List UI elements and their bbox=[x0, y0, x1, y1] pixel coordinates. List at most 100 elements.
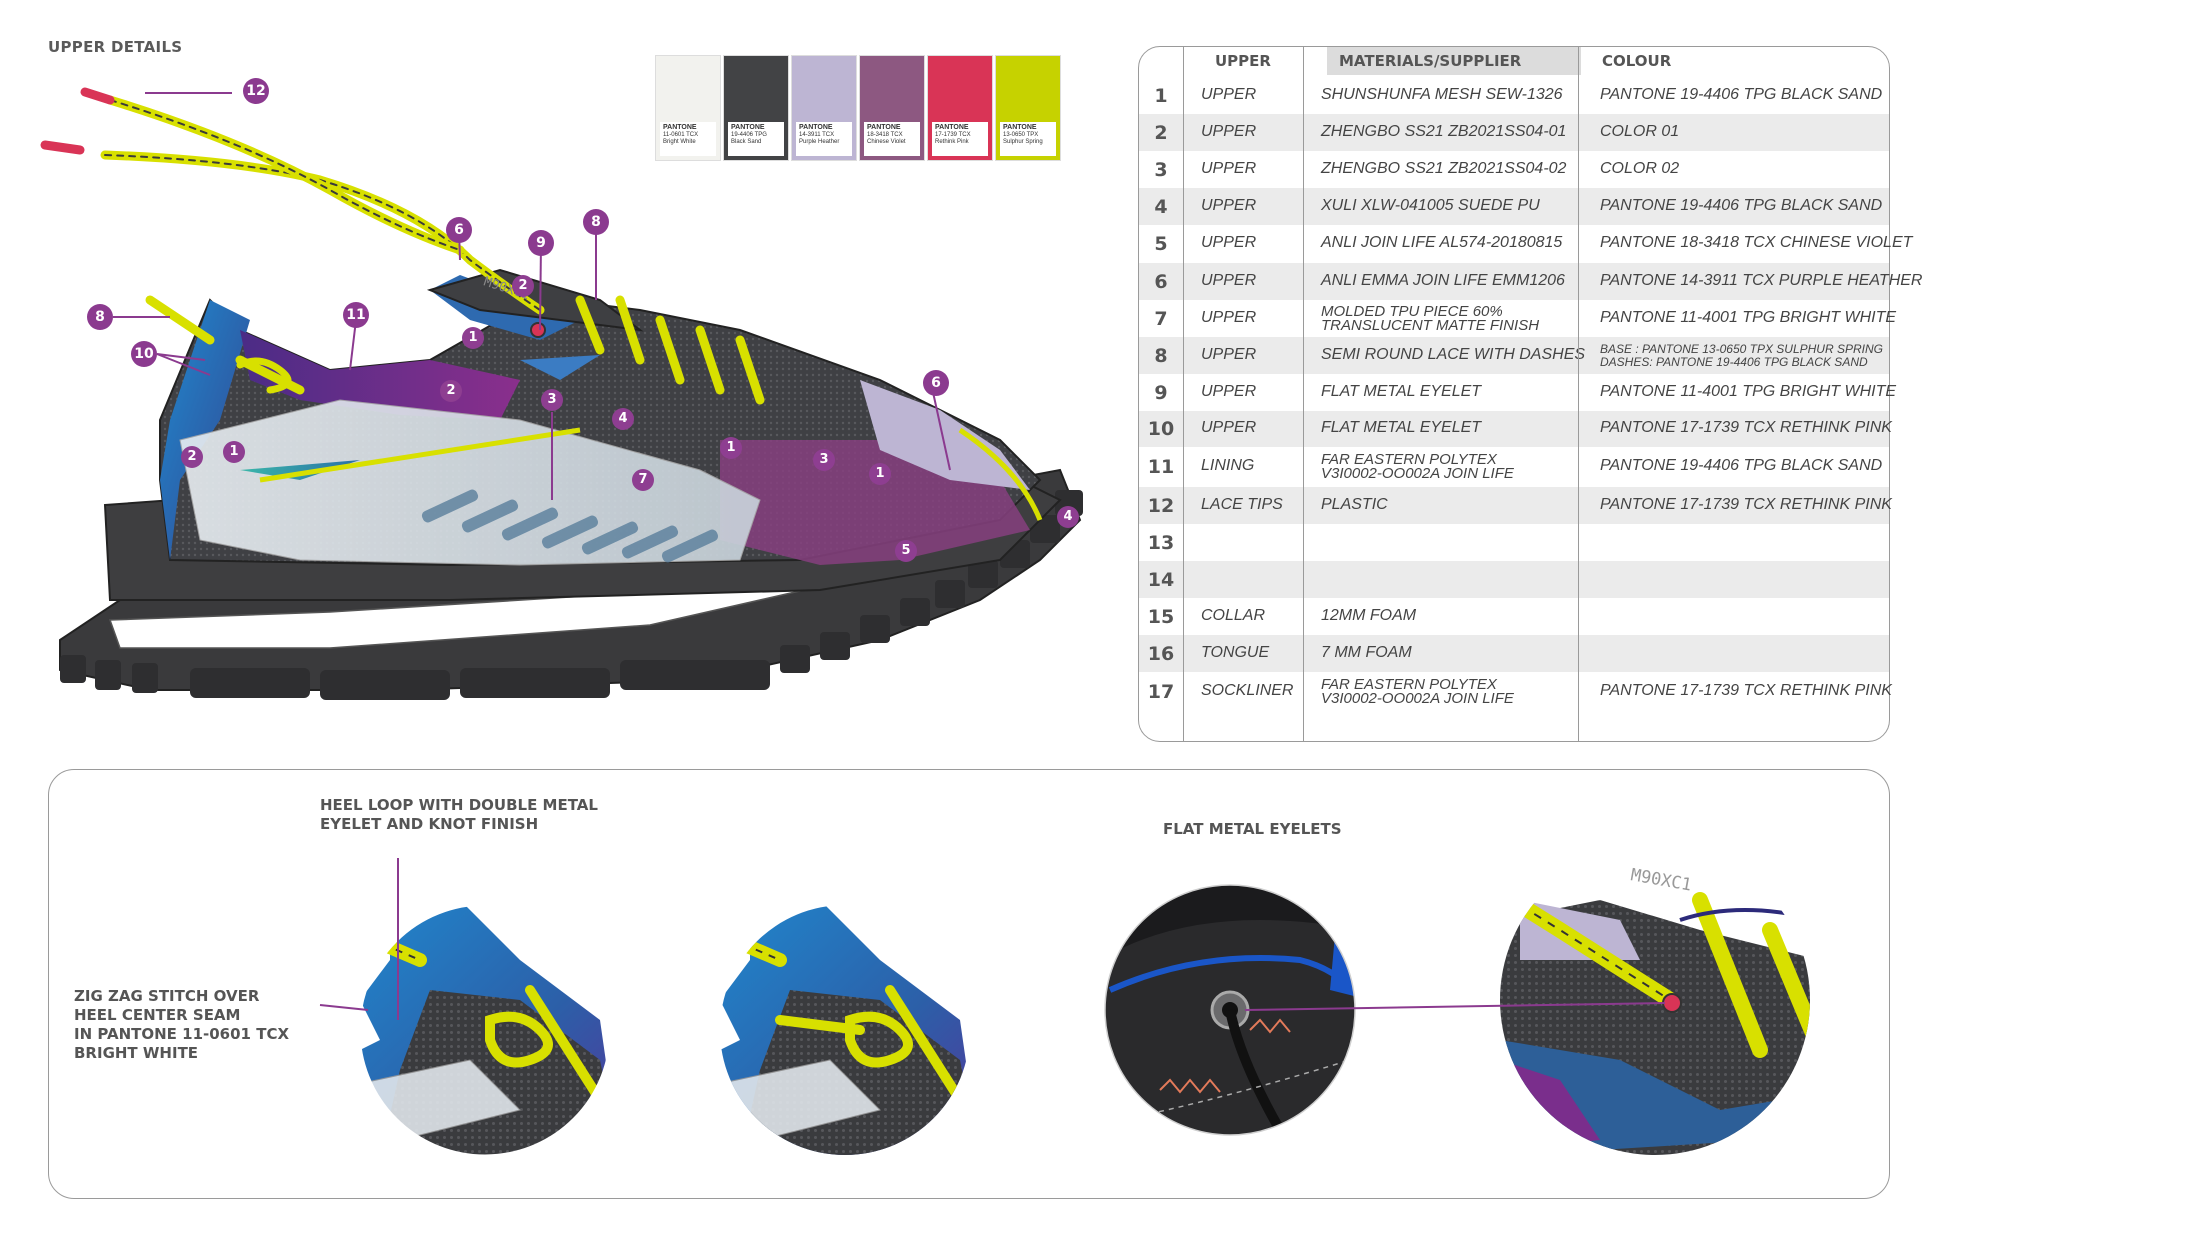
row-part: UPPER bbox=[1201, 196, 1257, 214]
heel-loop-note: HEEL LOOP WITH DOUBLE METAL EYELET AND K… bbox=[320, 796, 598, 834]
row-part: TONGUE bbox=[1201, 643, 1270, 661]
row-material: SHUNSHUNFA MESH SEW-1326 bbox=[1321, 85, 1563, 103]
callout-8-left: 8 bbox=[87, 304, 113, 330]
detail-illustrations: M90XC1 bbox=[319, 845, 1810, 1156]
row-part: UPPER bbox=[1201, 159, 1257, 177]
colour-line: BASE : PANTONE 13-0650 TPX SULPHUR SPRIN… bbox=[1600, 341, 1883, 356]
table-divider-1 bbox=[1183, 47, 1184, 741]
row-part: SOCKLINER bbox=[1201, 682, 1294, 699]
swatch-brand: PANTONE bbox=[935, 124, 969, 131]
table-divider-2 bbox=[1303, 47, 1304, 741]
swatch-brand: PANTONE bbox=[1003, 124, 1037, 131]
header-materials: MATERIALS/SUPPLIER bbox=[1339, 52, 1522, 70]
swatch-code: 14-3911 TCX bbox=[799, 132, 835, 138]
sneaker-illustration: M90XC1 bbox=[40, 87, 1083, 700]
row-number: 16 bbox=[1147, 642, 1175, 665]
row-number: 5 bbox=[1154, 233, 1168, 255]
row-part: UPPER bbox=[1201, 419, 1257, 436]
flat-eyelets-note: FLAT METAL EYELETS bbox=[1163, 820, 1342, 838]
swatch-name: Purple Heather bbox=[799, 139, 840, 145]
table-divider-3 bbox=[1578, 47, 1579, 741]
swatch-brand: PANTONE bbox=[867, 124, 901, 131]
row-colour: PANTONE 18-3418 TCX CHINESE VIOLET bbox=[1600, 235, 1912, 251]
label-4-mid: 4 bbox=[612, 408, 634, 430]
material-line: ANLI EMMA JOIN LIFE EMM1206 bbox=[1321, 271, 1565, 289]
row-part: UPPER bbox=[1201, 234, 1257, 251]
label-1-vamp: 1 bbox=[720, 437, 742, 459]
swatch-code: 19-4406 TPG bbox=[731, 132, 767, 138]
row-part: UPPER bbox=[1201, 345, 1257, 363]
swatch-code: 18-3418 TCX bbox=[867, 132, 903, 138]
material-line: SHUNSHUNFA MESH SEW-1326 bbox=[1321, 85, 1563, 103]
material-line: FLAT METAL EYELET bbox=[1321, 419, 1482, 436]
colour-line: PANTONE 19-4406 TPG BLACK SAND bbox=[1600, 457, 1883, 474]
row-material: ANLI EMMA JOIN LIFE EMM1206 bbox=[1321, 271, 1565, 289]
material-line: V3I0002-OO002A JOIN LIFE bbox=[1321, 465, 1514, 482]
row-number: 11 bbox=[1147, 456, 1175, 478]
row-colour: PANTONE 11-4001 TPG BRIGHT WHITE bbox=[1600, 308, 1897, 326]
row-part: UPPER bbox=[1201, 271, 1257, 289]
colour-line: PANTONE 19-4406 TPG BLACK SAND bbox=[1600, 196, 1883, 214]
row-material: FLAT METAL EYELET bbox=[1321, 420, 1481, 436]
zigzag-leader bbox=[319, 1004, 369, 1011]
row-material: ANLI JOIN LIFE AL574-20180815 bbox=[1321, 235, 1562, 251]
row-number: 6 bbox=[1154, 270, 1168, 293]
swatch-brand: PANTONE bbox=[799, 124, 833, 131]
detail-panel bbox=[48, 769, 1890, 1199]
label-1-collar: 1 bbox=[462, 327, 484, 349]
callout-10: 10 bbox=[131, 341, 157, 367]
row-part: UPPER bbox=[1201, 85, 1257, 103]
table-row: 13 bbox=[1139, 524, 1889, 561]
row-part: UPPER bbox=[1201, 308, 1257, 326]
material-line: 12MM FOAM bbox=[1321, 606, 1417, 624]
row-number: 7 bbox=[1154, 307, 1168, 330]
material-line: 7 MM FOAM bbox=[1321, 643, 1412, 661]
upper bbox=[159, 268, 1043, 567]
row-material: FLAT METAL EYELET bbox=[1321, 383, 1481, 400]
colour-line: PANTONE 11-4001 TPG BRIGHT WHITE bbox=[1600, 308, 1897, 326]
swatch-code: 17-1739 TCX bbox=[935, 132, 971, 138]
swatch-brand: PANTONE bbox=[731, 124, 765, 131]
header-upper: UPPER bbox=[1215, 52, 1271, 70]
colour-line: PANTONE 18-3418 TCX CHINESE VIOLET bbox=[1600, 234, 1913, 251]
label-7-tpu: 7 bbox=[632, 469, 654, 491]
swatch-name: Sulphur Spring bbox=[1003, 139, 1043, 145]
table-row: 16 TONGUE 7 MM FOAM bbox=[1139, 635, 1889, 672]
callout-6-right: 6 bbox=[923, 370, 949, 396]
label-4-toe: 4 bbox=[1057, 506, 1079, 528]
row-number: 2 bbox=[1154, 121, 1168, 144]
heel-loop-note-line: HEEL LOOP WITH DOUBLE METAL bbox=[320, 796, 598, 814]
table-row: 14 bbox=[1139, 561, 1889, 598]
row-material: XULI XLW-041005 SUEDE PU bbox=[1321, 197, 1540, 214]
swatch-brand: PANTONE bbox=[663, 124, 697, 131]
row-colour: COLOR 01 bbox=[1600, 123, 1679, 140]
row-number: 1 bbox=[1154, 84, 1168, 107]
row-material: ZHENGBO SS21 ZB2021SS04-02 bbox=[1321, 160, 1566, 177]
colour-line: PANTONE 11-4001 TPG BRIGHT WHITE bbox=[1600, 382, 1897, 400]
callout-9: 9 bbox=[528, 230, 554, 256]
colour-line: PANTONE 17-1739 TCX RETHINK PINK bbox=[1600, 495, 1892, 513]
table-header: UPPER MATERIALS/SUPPLIER COLOUR bbox=[1183, 47, 2203, 75]
row-material: SEMI ROUND LACE WITH DASHES bbox=[1321, 346, 1585, 363]
zigzag-note-line: BRIGHT WHITE bbox=[74, 1044, 199, 1062]
row-number: 14 bbox=[1147, 568, 1175, 591]
label-2-heel: 2 bbox=[181, 446, 203, 468]
row-part: LACE TIPS bbox=[1201, 495, 1283, 513]
colour-line: DASHES: PANTONE 19-4406 TPG BLACK SAND bbox=[1600, 354, 1868, 369]
eyelet-drawing-detail bbox=[1500, 845, 1810, 1155]
laces bbox=[40, 87, 765, 405]
